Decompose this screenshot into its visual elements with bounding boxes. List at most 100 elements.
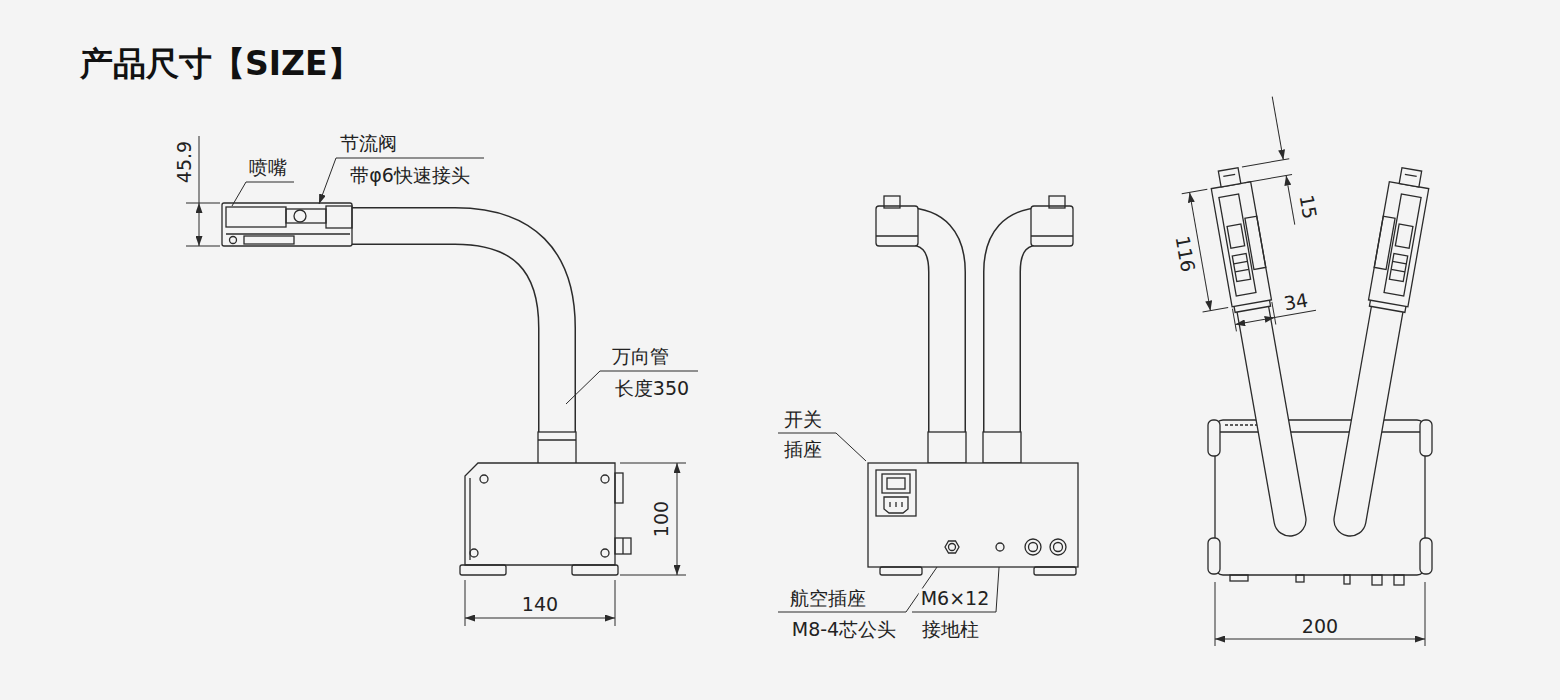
part-label: 插座	[782, 440, 824, 459]
dimension-value: 100	[652, 499, 671, 539]
tube-joint	[538, 439, 576, 440]
nozzle-arm	[1232, 254, 1250, 282]
aviation-socket	[1296, 575, 1304, 582]
part-label: 开关	[782, 410, 824, 429]
nozzle-arm	[1219, 194, 1256, 296]
tube-joint	[983, 432, 1021, 463]
air-fitting	[1050, 539, 1066, 555]
nozzle-arm	[1391, 269, 1405, 271]
page-title: 产品尺寸【SIZE】	[80, 46, 361, 82]
screw	[470, 549, 478, 557]
dimension-value: 15	[1296, 192, 1320, 223]
dimension-lines	[677, 463, 678, 575]
gooseneck-tube	[1002, 226, 1051, 432]
screw	[480, 475, 488, 483]
nozzle-cap	[1049, 196, 1065, 208]
nozzle-arm	[1384, 194, 1421, 296]
dimension-lines	[1203, 308, 1229, 313]
nozzle	[226, 207, 286, 227]
nozzle	[1031, 206, 1073, 246]
part-label: 节流阀	[338, 134, 399, 153]
base-box	[868, 463, 1078, 567]
quick-connector	[326, 206, 352, 228]
nozzle	[230, 237, 237, 244]
leader-lines	[232, 182, 294, 206]
switch-socket	[895, 502, 896, 507]
part-label: 接地柱	[920, 620, 981, 639]
side-panel-part	[615, 473, 623, 503]
switch-socket	[901, 502, 902, 507]
switch-socket	[889, 502, 890, 507]
nozzle-arm	[1393, 261, 1407, 263]
knob	[1420, 420, 1432, 456]
switch-socket	[882, 474, 910, 493]
screw	[601, 475, 609, 483]
switch-socket	[887, 478, 905, 489]
nozzle-arm	[1399, 168, 1421, 187]
dimension-lines	[1168, 96, 1317, 337]
air-fitting	[1025, 539, 1041, 555]
base-box	[1215, 431, 1425, 432]
dimension-lines	[199, 136, 200, 203]
nozzle-arm	[1168, 96, 1354, 545]
switch-socket	[1230, 575, 1248, 581]
nozzle-arm	[1374, 216, 1395, 269]
dimension-lines	[615, 580, 616, 626]
ground-post	[1344, 575, 1350, 584]
leader-lines	[836, 433, 866, 461]
gooseneck-tube	[898, 226, 947, 432]
part-label: 带φ6快速接头	[348, 166, 472, 185]
dimension-lines	[1215, 582, 1425, 646]
switch-socket	[876, 470, 916, 516]
dimension-lines	[620, 463, 686, 464]
dimension-lines	[1232, 309, 1236, 332]
aviation-socket	[945, 541, 959, 553]
part-label: 航空插座	[788, 589, 868, 608]
dimension-value: 45.9	[175, 139, 194, 185]
dimension-value: 116	[1172, 233, 1198, 276]
nozzle	[1031, 235, 1073, 236]
nozzle-arm	[1395, 224, 1413, 248]
side-view	[222, 203, 631, 575]
nozzle	[244, 236, 294, 244]
throttle-valve	[294, 210, 306, 222]
dimension-lines	[1215, 582, 1216, 646]
air-fitting	[1372, 575, 1382, 585]
dimension-lines	[1235, 318, 1274, 325]
nozzle-arm	[1234, 261, 1248, 263]
part-label: 喷嘴	[247, 158, 289, 177]
leader-lines	[566, 371, 698, 404]
base-box	[1215, 420, 1425, 575]
nozzle	[876, 235, 918, 236]
base-box	[465, 463, 615, 565]
dimension-lines	[1182, 189, 1208, 194]
dimension-lines	[186, 246, 220, 247]
top-view	[1168, 96, 1432, 646]
air-fitting	[1029, 543, 1038, 552]
nozzle-arm	[1218, 168, 1240, 187]
foot	[460, 565, 506, 575]
part-label: M8-4芯公头	[790, 620, 898, 639]
aviation-socket	[949, 544, 956, 551]
dimension-lines	[1272, 97, 1283, 160]
gooseneck-tube	[898, 226, 947, 432]
base-box	[469, 478, 470, 560]
dimension-lines	[465, 618, 615, 619]
nozzle-arm	[1227, 224, 1245, 248]
foot	[1034, 567, 1076, 575]
nozzle-arm	[1389, 254, 1407, 282]
switch-socket	[884, 497, 908, 513]
screw	[601, 549, 609, 557]
nozzle	[226, 233, 350, 234]
dimension-value: 34	[1281, 290, 1312, 314]
dimension-lines	[1242, 159, 1289, 167]
nozzle-arm	[1235, 269, 1249, 271]
dimension-value: 200	[1300, 617, 1340, 636]
dimension-lines	[186, 203, 220, 204]
dimension-lines	[1286, 175, 1295, 224]
nozzle-arm	[1405, 174, 1417, 176]
dimension-lines	[1272, 302, 1276, 325]
ground-post	[996, 543, 1004, 551]
part-label: 万向管	[610, 347, 671, 366]
